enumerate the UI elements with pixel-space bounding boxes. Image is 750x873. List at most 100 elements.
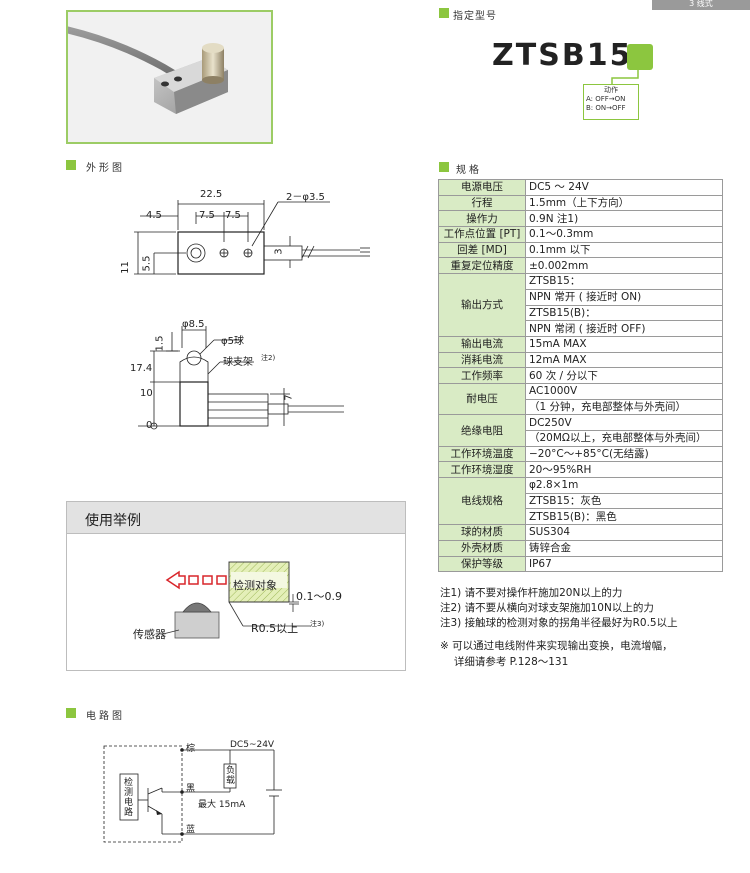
circuit-max-current: 最大 15mA [198, 800, 246, 810]
spec-row: NPN 常开 ( 接近时 ON) [439, 288, 723, 306]
spec-value: NPN 常闭 ( 接近时 OFF) [525, 320, 723, 337]
page-corner-tab: 3 线式 [652, 0, 750, 10]
product-photo [66, 10, 273, 144]
circuit-detect: 检测电路 [124, 778, 134, 818]
notes: 注1) 请不要对操作杆施加20N以上的力 注2) 请不要从横向对球支架施加10N… [440, 586, 678, 631]
ball-holder-note: 注2) [261, 354, 276, 362]
spec-key: 工作点位置 [PT] [438, 226, 526, 243]
circuit-blue: 蓝 [186, 825, 196, 835]
spec-key: 输出电流 [438, 335, 526, 353]
spec-key: 行程 [438, 194, 526, 212]
dim-5-5: 5.5 [141, 255, 153, 272]
spec-value: （20MΩ以上，充电部整体与外壳间） [525, 430, 723, 447]
spec-value: ±0.002mm [525, 257, 723, 275]
spec-value: DC5 ～ 24V [525, 179, 723, 196]
spec-key: 消耗电流 [438, 351, 526, 369]
section-marker [439, 162, 449, 172]
spec-value: ZTSB15：灰色 [525, 492, 723, 510]
note-2: 注2) 请不要从横向对球支架施加10N以上的力 [440, 602, 654, 614]
usage-title: 使用举例 [85, 513, 141, 529]
model-name: ZTSB15 [492, 38, 633, 73]
spec-row: 工作环境温度−20°C～+85°C(无结露) [438, 445, 723, 463]
dim-4-5: 4.5 [146, 210, 162, 221]
spec-value: 15mA MAX [525, 335, 723, 353]
note-extra: ※ 可以通过电线附件来实现输出变换，电流增幅， 详细请参考 P.128～131 [440, 638, 673, 670]
top-view-drawing [134, 200, 370, 275]
spec-value: AC1000V [525, 382, 723, 400]
dim-hole: 2－φ3.5 [286, 192, 325, 203]
spec-value: 0.9N 注1) [525, 210, 723, 228]
usage-header: 使用举例 [67, 502, 405, 534]
spec-value: IP67 [525, 555, 723, 573]
spec-row: （1 分钟，充电部整体与外壳间） [439, 398, 723, 416]
dim-1-5: 1.5 [154, 335, 166, 352]
usage-radius-label: R0.5以上 [251, 622, 299, 635]
spec-row: 重复定位精度±0.002mm [438, 257, 723, 275]
circuit-brown: 棕 [186, 744, 196, 754]
note-extra-line-1: ※ 可以通过电线附件来实现输出变换，电流增幅， [440, 640, 673, 652]
spec-value: 20～95%RH [525, 461, 723, 479]
spec-value: 60 次 / 分以下 [525, 367, 723, 384]
spec-row: 外壳材质铸锌合金 [438, 539, 723, 557]
spec-key: 球的材质 [438, 524, 526, 541]
action-line-b: B: ON→OFF [586, 104, 626, 112]
spec-value: 1.5mm（上下方向） [525, 194, 723, 212]
outline-section-title: 外形图 [86, 163, 125, 174]
spec-value: ZTSB15(B)：黑色 [525, 508, 723, 526]
spec-value: （1 分钟，充电部整体与外壳间） [525, 398, 723, 416]
note-extra-line-2: 详细请参考 P.128～131 [440, 656, 569, 668]
circuit-load: 负载 [226, 766, 236, 786]
usage-target-label: 检测对象 [233, 579, 277, 592]
side-view-drawing [138, 326, 344, 430]
spec-value: ZTSB15(B)： [525, 304, 723, 322]
spec-value: −20°C～+85°C(无结露) [525, 445, 723, 463]
section-marker [66, 708, 76, 718]
circuit-section-title: 电路图 [86, 711, 125, 722]
action-title: 动作 [604, 86, 618, 94]
spec-key: 绝缘电阻 [438, 414, 526, 447]
spec-value: 0.1～0.3mm [525, 226, 723, 243]
dim-phi-8-5: φ8.5 [182, 319, 205, 330]
spec-key: 回差 [MD] [438, 241, 526, 259]
spec-row: 回差 [MD]0.1mm 以下 [438, 241, 723, 259]
note-3: 注3) 接触球的检测对象的拐角半径最好为R0.5以上 [440, 617, 678, 629]
label-ball-holder: 球支架 [223, 357, 253, 368]
spec-key: 外壳材质 [438, 539, 526, 557]
dim-7-5-a: 7.5 [199, 210, 215, 221]
usage-gap-label: 0.1～0.9 [296, 590, 342, 603]
spec-value: ZTSB15： [525, 273, 723, 290]
usage-radius-note: 注3) [310, 620, 325, 628]
spec-row: ZTSB15(B)：黑色 [439, 508, 723, 526]
dim-11: 11 [119, 261, 131, 274]
spec-row: NPN 常闭 ( 接近时 OFF) [439, 320, 723, 337]
action-line-a: A: OFF→ON [586, 95, 626, 103]
spec-row: 工作点位置 [PT]0.1～0.3mm [438, 226, 723, 243]
usage-example-panel: 使用举例 检测对象 0.1～0.9 传感器 R0.5以上 注3) [66, 501, 406, 671]
dim-0: 0 [146, 420, 153, 431]
spec-key: 操作力 [438, 210, 526, 228]
spec-value: 12mA MAX [525, 351, 723, 369]
spec-key: 耐电压 [438, 382, 526, 416]
spec-key: 工作环境湿度 [438, 461, 526, 479]
circuit-diagram [103, 745, 282, 843]
dim-22-5: 22.5 [200, 189, 223, 200]
dim-ball: φ5球 [221, 336, 244, 347]
model-suffix-chip [627, 44, 653, 70]
dim-3: 3 [273, 248, 285, 255]
dim-10: 10 [140, 388, 153, 399]
spec-key: 电线规格 [438, 477, 526, 526]
spec-key: 输出方式 [438, 273, 526, 337]
spec-key: 电源电压 [438, 179, 526, 196]
section-marker [66, 160, 76, 170]
dim-7: 7 [283, 394, 295, 401]
